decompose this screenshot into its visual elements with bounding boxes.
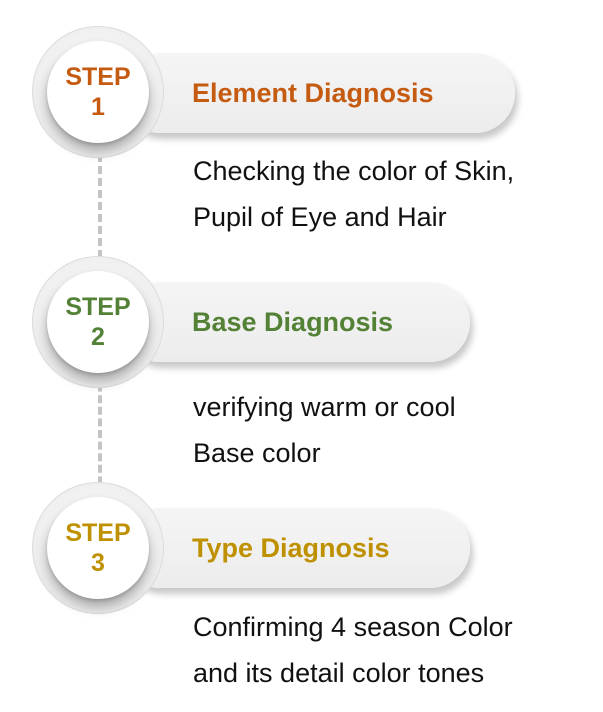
- step-2-title-pill: Base Diagnosis: [120, 282, 470, 362]
- step-1-description-line: Pupil of Eye and Hair: [193, 202, 447, 232]
- step-3-description: Confirming 4 season Color and its detail…: [193, 604, 593, 696]
- step-3-badge: STEP 3: [47, 497, 149, 599]
- step-1-description: Checking the color of Skin, Pupil of Eye…: [193, 148, 593, 240]
- step-1-description-line: Checking the color of Skin,: [193, 156, 515, 186]
- step-3-badge-label: STEP: [65, 519, 131, 547]
- step-1-title-pill: Element Diagnosis: [120, 53, 515, 133]
- step-2-badge-label: STEP: [65, 293, 131, 321]
- step-2-badge: STEP 2: [47, 271, 149, 373]
- step-3-title-pill: Type Diagnosis: [120, 508, 470, 588]
- step-2-title: Base Diagnosis: [192, 306, 394, 337]
- step-1-badge-label: STEP: [65, 63, 131, 91]
- step-3-description-line: and its detail color tones: [193, 658, 485, 688]
- step-2-description-line: verifying warm or cool: [193, 392, 456, 422]
- step-2-badge-number: 2: [91, 323, 105, 351]
- step-3-title: Type Diagnosis: [192, 532, 390, 563]
- step-1-badge-number: 1: [91, 93, 105, 121]
- step-1-title: Element Diagnosis: [192, 77, 434, 108]
- step-2-description-line: Base color: [193, 438, 321, 468]
- step-2-description: verifying warm or cool Base color: [193, 384, 593, 476]
- step-1-badge: STEP 1: [47, 41, 149, 143]
- step-3-description-line: Confirming 4 season Color: [193, 612, 513, 642]
- connector-line-1-2: [98, 142, 102, 270]
- connector-line-2-3: [98, 372, 102, 496]
- step-3-badge-number: 3: [91, 549, 105, 577]
